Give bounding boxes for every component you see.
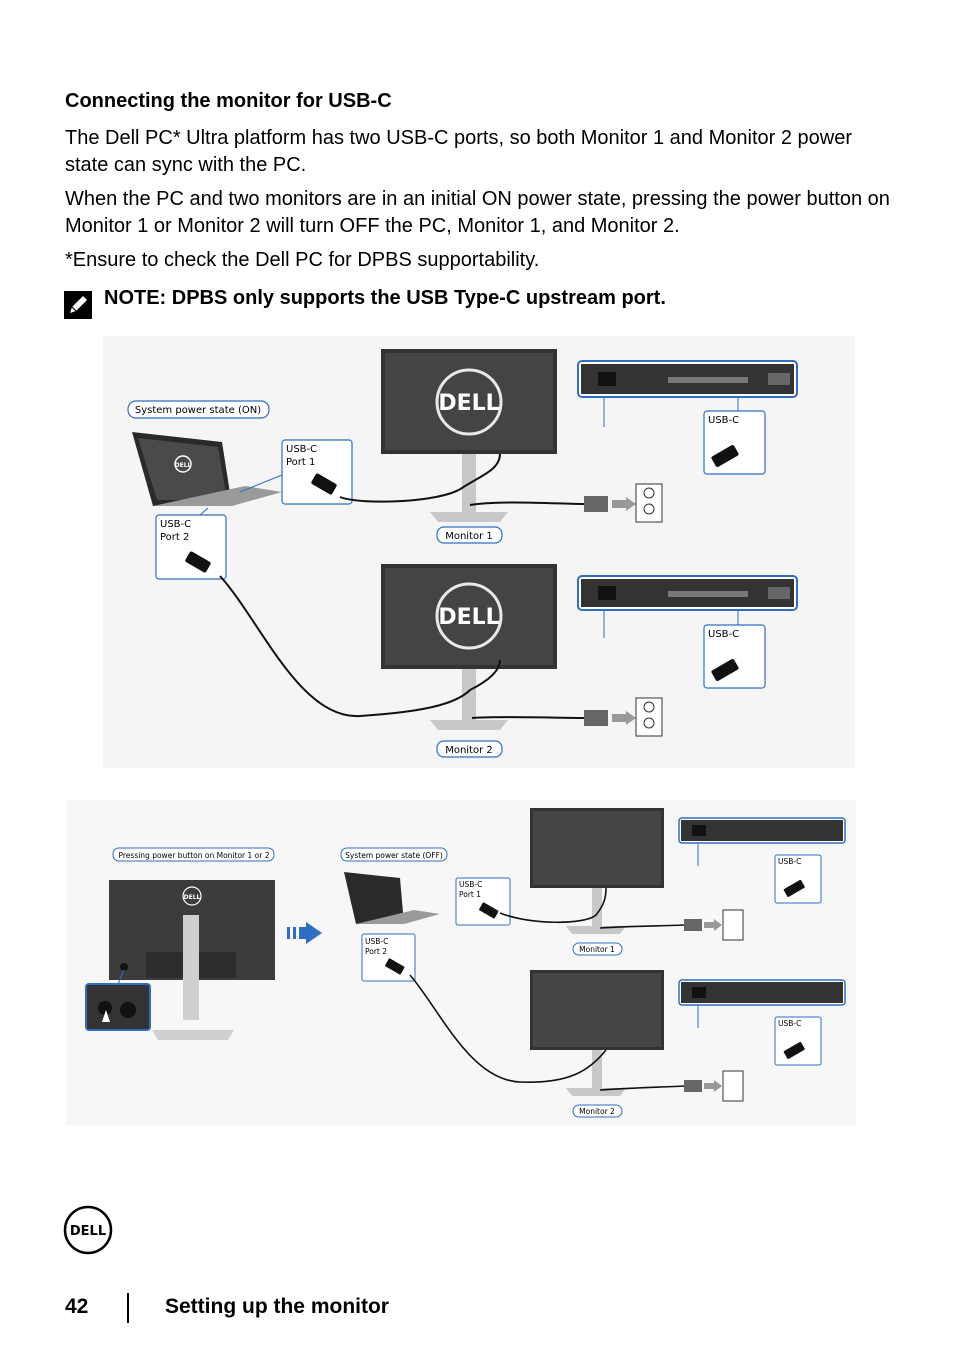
monitor1-back-panel: [577, 360, 798, 427]
footer-divider: [127, 1293, 129, 1323]
monitor2-usbc-callout: USB-C: [703, 624, 766, 689]
laptop-port1-callout: USB-C Port 1: [281, 439, 353, 505]
svg-text:Port 1: Port 1: [459, 890, 481, 899]
footer-chapter-title: Setting up the monitor: [165, 1295, 389, 1318]
svg-text:Port 1: Port 1: [286, 457, 315, 468]
svg-text:DELL: DELL: [438, 391, 499, 416]
svg-text:System power state (ON): System power state (ON): [135, 405, 261, 416]
svg-text:USB-C: USB-C: [365, 937, 388, 946]
svg-text:USB-C: USB-C: [778, 1019, 801, 1028]
system-state-off-callout: System power state (OFF): [340, 847, 448, 862]
page-number: 42: [65, 1295, 89, 1318]
svg-text:DELL: DELL: [438, 605, 499, 630]
svg-text:Pressing power button on Monit: Pressing power button on Monitor 1 or 2: [118, 851, 269, 860]
svg-text:Monitor 2: Monitor 2: [445, 745, 493, 756]
svg-text:System power state (OFF): System power state (OFF): [345, 851, 443, 860]
power-button-zoom: [85, 983, 151, 1031]
bottom-monitor2: [530, 970, 664, 1096]
top-cables: [219, 453, 585, 719]
pressing-callout: Pressing power button on Monitor 1 or 2: [112, 847, 275, 862]
monitor1-label: Monitor 1: [436, 526, 503, 544]
monitor-back-view: DELL: [109, 880, 275, 1040]
system-state-on-callout: System power state (ON): [127, 400, 270, 419]
footnote-paragraph: *Ensure to check the Dell PC for DPBS su…: [65, 249, 540, 271]
bottom-monitor1-usbc: USB-C: [774, 854, 822, 904]
svg-text:Monitor 2: Monitor 2: [579, 1107, 615, 1116]
svg-text:USB-C: USB-C: [708, 629, 739, 640]
laptop-bottom: [344, 872, 440, 924]
monitor2-back-panel: [577, 575, 798, 638]
monitor2-power-plug: [584, 697, 663, 737]
transition-arrow-icon: [287, 922, 322, 944]
bottom-monitor1-label: Monitor 1: [572, 942, 623, 956]
bottom-cables: [409, 887, 685, 1091]
svg-text:USB-C: USB-C: [778, 857, 801, 866]
svg-text:Port 2: Port 2: [160, 532, 189, 543]
monitor1-usbc-callout: USB-C: [703, 410, 766, 475]
svg-text:DELL: DELL: [70, 1224, 106, 1239]
note-pencil-icon: [64, 291, 92, 319]
dell-logo-icon: DELL: [63, 1205, 113, 1255]
svg-text:USB-C: USB-C: [160, 519, 191, 530]
laptop-port2-callout: USB-C Port 2: [155, 514, 227, 580]
section-heading: Connecting the monitor for USB-C: [65, 90, 392, 112]
bottom-port2-callout: USB-C Port 2: [361, 933, 416, 982]
laptop-top: DELL: [132, 432, 282, 506]
monitor2-top: DELL: [381, 564, 557, 730]
monitor2-label: Monitor 2: [436, 740, 503, 758]
note-text: NOTE: DPBS only supports the USB Type-C …: [104, 287, 666, 309]
monitor1-top: DELL: [381, 349, 557, 522]
bottom-monitor2-usbc: USB-C: [774, 1016, 822, 1066]
bottom-monitor2-plug: [684, 1070, 744, 1102]
monitor1-power-plug: [584, 483, 663, 523]
intro-paragraph: The Dell PC* Ultra platform has two USB-…: [65, 127, 852, 176]
behavior-paragraph: When the PC and two monitors are in an i…: [65, 188, 890, 237]
bottom-port1-callout: USB-C Port 1: [455, 877, 511, 926]
bottom-monitor2-back: [678, 979, 846, 1028]
svg-text:USB-C: USB-C: [286, 444, 317, 455]
svg-text:Monitor 1: Monitor 1: [579, 945, 615, 954]
bottom-monitor1-back: [678, 817, 846, 866]
bottom-monitor1-plug: [684, 909, 744, 941]
svg-text:Port 2: Port 2: [365, 947, 387, 956]
svg-text:DELL: DELL: [184, 894, 201, 901]
bottom-monitor2-label: Monitor 2: [572, 1104, 623, 1118]
svg-text:USB-C: USB-C: [459, 880, 482, 889]
svg-text:DELL: DELL: [175, 462, 192, 469]
svg-text:USB-C: USB-C: [708, 415, 739, 426]
svg-text:Monitor 1: Monitor 1: [445, 531, 493, 542]
